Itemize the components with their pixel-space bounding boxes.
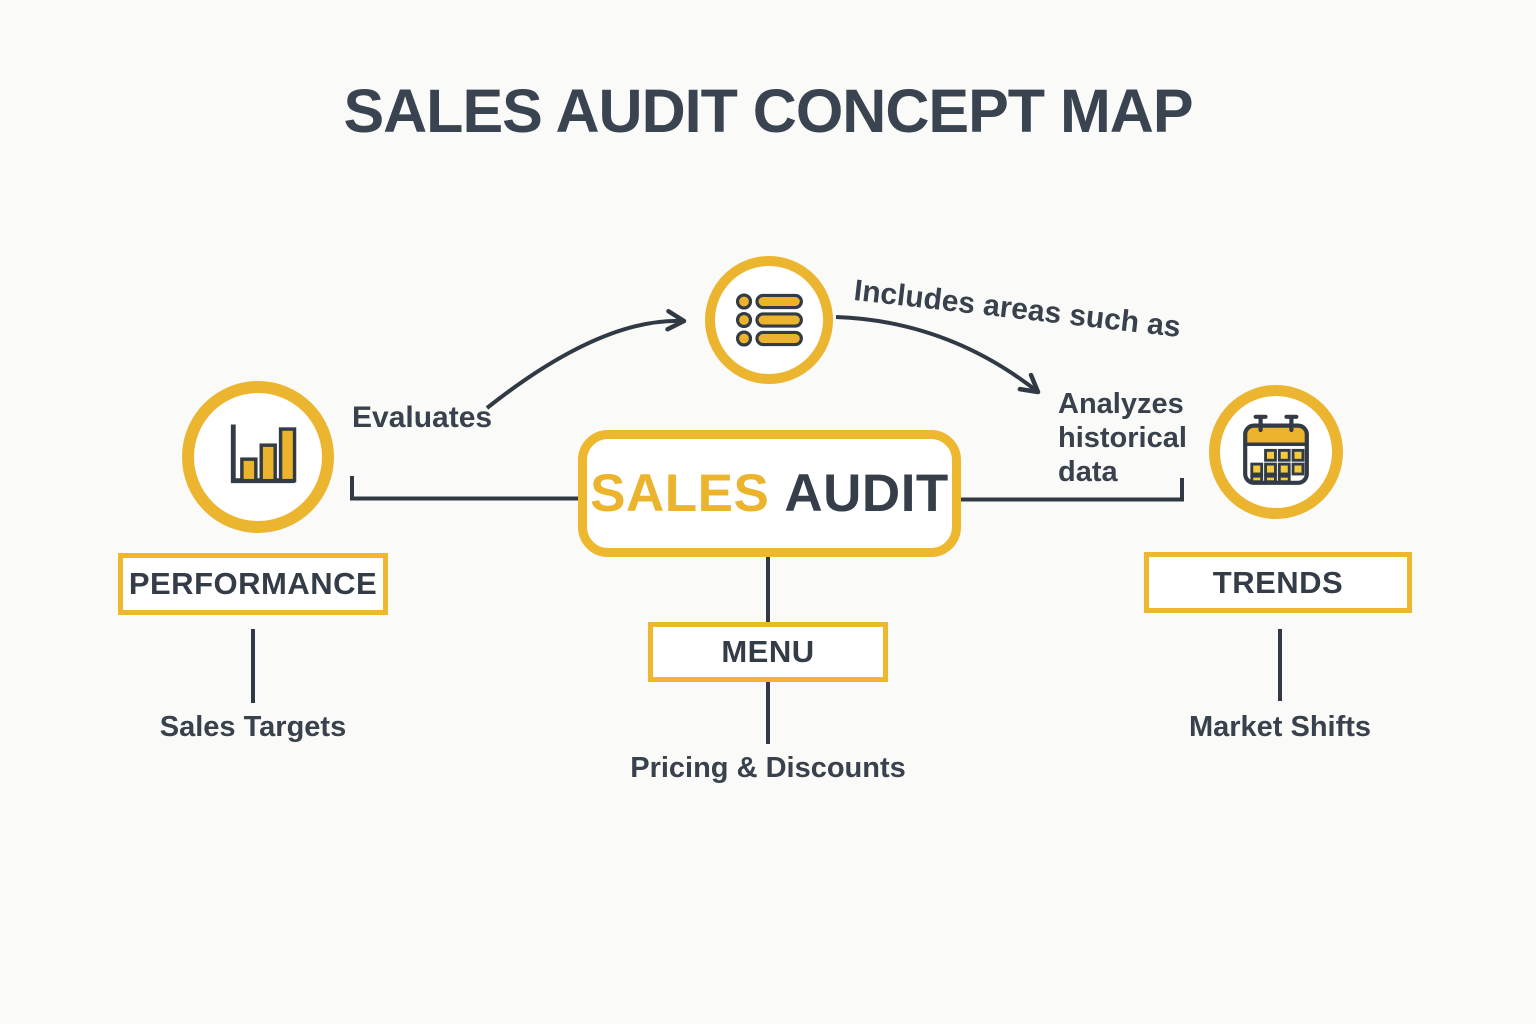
calendar-icon (1243, 414, 1309, 485)
center-node-sales-audit: SALES AUDIT (578, 430, 961, 557)
node-performance-circle (182, 381, 334, 533)
child-label-sales-targets: Sales Targets (159, 711, 347, 743)
child-label-pricing-discounts: Pricing & Discounts (630, 752, 906, 784)
arrow-evaluates (485, 308, 687, 410)
bar-chart-icon (230, 424, 297, 484)
arrow-includes (835, 315, 1041, 395)
list-icon (735, 293, 803, 347)
center-node-word-audit: AUDIT (784, 464, 949, 523)
node-trends-circle (1209, 385, 1343, 519)
child-label-market-shifts: Market Shifts (1188, 711, 1372, 743)
edge-label-analyzes-historical-data: Analyzes historical data (1058, 388, 1187, 488)
page-title: SALES AUDIT CONCEPT MAP (343, 77, 1193, 145)
edge-label-evaluates: Evaluates (352, 401, 493, 434)
connector-trends-to-center (959, 478, 1184, 502)
box-performance: PERFORMANCE (118, 553, 388, 615)
center-node-word-sales: SALES (590, 464, 770, 523)
box-menu: MENU (648, 622, 888, 682)
connector-performance-to-center (350, 476, 580, 501)
node-list-circle (705, 256, 833, 384)
box-trends: TRENDS (1144, 552, 1412, 613)
